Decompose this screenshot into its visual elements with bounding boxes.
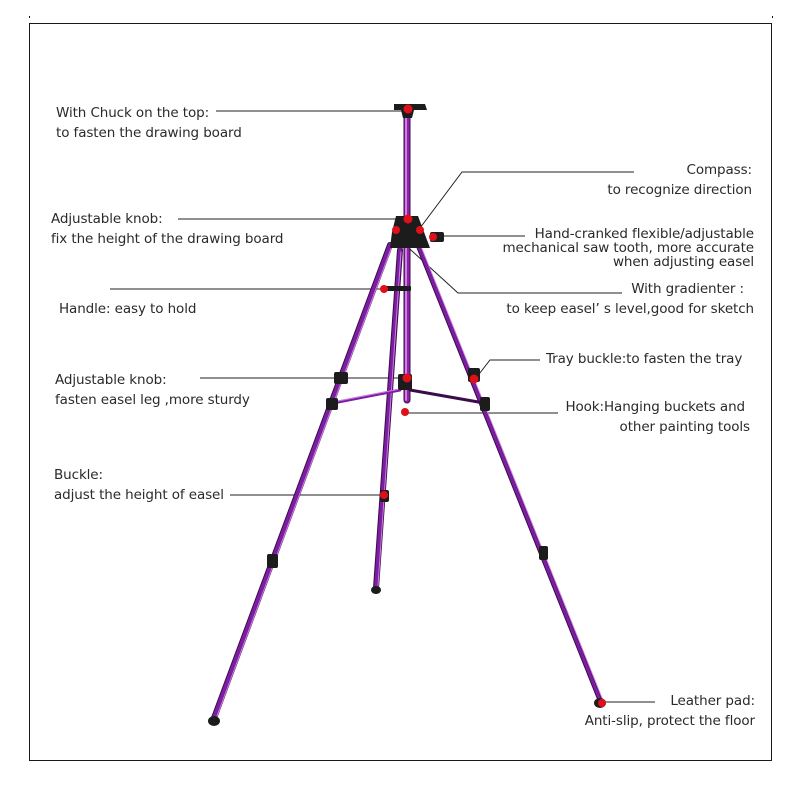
callout-desc: fix the height of the drawing board <box>51 231 284 247</box>
marker-buckle <box>380 491 388 499</box>
callout-buckle: Buckle: adjust the height of easel <box>54 465 224 505</box>
marker-knob-height <box>403 214 413 224</box>
callout-compass: Compass: to recognize direction <box>607 160 752 200</box>
callout-title: Adjustable knob: <box>51 211 163 227</box>
marker-knob-leg <box>402 373 412 383</box>
marker-chuck <box>403 104 413 114</box>
callout-desc: to keep easel’ s level,good for sketch <box>506 301 754 317</box>
callout-title: Buckle: <box>54 467 103 483</box>
diagram-frame <box>29 23 772 761</box>
callout-desc: Anti-slip, protect the floor <box>584 713 755 729</box>
head-hardware <box>390 216 430 248</box>
callout-title: Hook:Hanging buckets and <box>565 399 745 415</box>
corner-mark-top-right <box>772 16 773 18</box>
easel-legs <box>211 108 603 721</box>
callout-gradienter: With gradienter : to keep easel’ s level… <box>506 279 754 319</box>
callout-tray-buckle: Tray buckle:to fasten the tray <box>546 349 742 369</box>
callout-crank: Hand-cranked flexible/adjustable mechani… <box>503 227 755 269</box>
callout-title: Adjustable knob: <box>55 372 167 388</box>
marker-compass <box>416 226 424 234</box>
callout-desc: to fasten the drawing board <box>56 125 242 141</box>
callout-handle: Handle: easy to hold <box>59 299 196 319</box>
callout-knob-height: Adjustable knob: fix the height of the d… <box>51 209 283 249</box>
marker-crank <box>429 233 437 241</box>
callout-desc: mechanical saw tooth, more accurate <box>502 240 755 256</box>
callout-title: Tray buckle:to fasten the tray <box>546 351 743 367</box>
corner-mark-top-left <box>29 16 30 18</box>
callout-desc: to recognize direction <box>607 182 752 198</box>
leader-gradienter <box>399 239 622 294</box>
marker-handle <box>380 285 388 293</box>
callout-knob-leg: Adjustable knob: fasten easel leg ,more … <box>55 370 250 410</box>
leader-compass <box>419 171 634 229</box>
marker-tray-buckle <box>469 374 479 384</box>
marker-hook <box>401 408 409 416</box>
callout-desc-2: when adjusting easel <box>612 254 754 270</box>
handle-hardware <box>385 286 411 291</box>
callout-desc: other painting tools <box>619 419 751 435</box>
foot-left <box>208 716 220 726</box>
callout-desc: fasten easel leg ,more sturdy <box>55 392 250 408</box>
callout-hook: Hook:Hanging buckets and other painting … <box>565 397 750 437</box>
leader-tray-buckle <box>475 359 540 379</box>
callout-title: With gradienter : <box>631 281 744 297</box>
callout-markers <box>380 104 606 707</box>
callout-desc: adjust the height of easel <box>54 487 224 503</box>
leader-lines <box>110 110 655 703</box>
callout-title: Hand-cranked flexible/adjustable <box>534 226 754 242</box>
callout-title: Handle: easy to hold <box>59 301 197 317</box>
marker-gradienter <box>392 226 400 234</box>
callout-chuck: With Chuck on the top: to fasten the dra… <box>56 103 242 143</box>
callout-title: Compass: <box>686 162 753 178</box>
callout-title: With Chuck on the top: <box>56 105 210 121</box>
callout-leather-pad: Leather pad: Anti-slip, protect the floo… <box>585 691 755 731</box>
callout-title: Leather pad: <box>670 693 755 709</box>
marker-leather-pad <box>598 699 606 707</box>
foot-center <box>371 586 381 594</box>
